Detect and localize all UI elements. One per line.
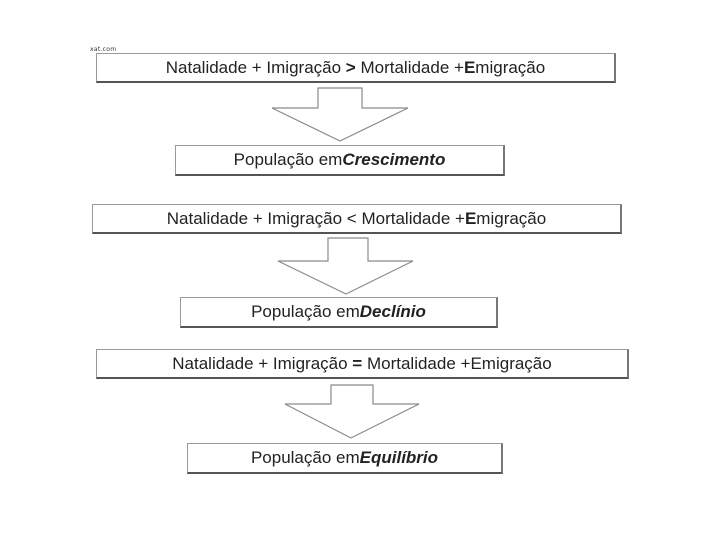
condition-operator: < <box>346 208 357 228</box>
result-state: Declínio <box>359 302 426 321</box>
result-box-decline: População em Declínio <box>180 297 498 328</box>
condition-right-rest: migração <box>481 353 552 373</box>
condition-right-initial: E <box>464 208 477 228</box>
condition-left: Natalidade + Imigração <box>172 353 348 373</box>
down-arrow-icon <box>277 237 414 295</box>
condition-right-rest: migração <box>475 57 546 77</box>
condition-right-initial: E <box>470 353 482 373</box>
watermark-text: xat.com <box>90 46 117 53</box>
down-arrow-icon <box>271 87 409 142</box>
condition-operator: > <box>345 57 356 77</box>
condition-operator: = <box>352 353 363 373</box>
condition-box-equilibrium: Natalidade + Imigração = Mortalidade + E… <box>96 349 629 379</box>
result-state: Crescimento <box>342 150 446 169</box>
condition-box-growth: Natalidade + Imigração > Mortalidade + E… <box>96 53 616 83</box>
condition-right: Mortalidade + <box>360 57 464 77</box>
condition-left: Natalidade + Imigração <box>165 57 342 77</box>
condition-right: Mortalidade + <box>361 208 465 228</box>
result-prefix: População em <box>233 150 343 169</box>
condition-box-decline: Natalidade + Imigração < Mortalidade + E… <box>92 204 622 234</box>
condition-right: Mortalidade + <box>366 353 471 373</box>
result-prefix: População em <box>251 302 360 321</box>
condition-right-initial: E <box>463 57 476 77</box>
result-state: Equilíbrio <box>359 448 439 467</box>
result-box-growth: População em Crescimento <box>175 145 505 176</box>
condition-right-rest: migração <box>476 208 547 228</box>
down-arrow-icon <box>284 384 420 439</box>
result-prefix: População em <box>250 448 360 467</box>
condition-left: Natalidade + Imigração <box>166 208 343 228</box>
result-box-equilibrium: População em Equilíbrio <box>187 443 503 474</box>
